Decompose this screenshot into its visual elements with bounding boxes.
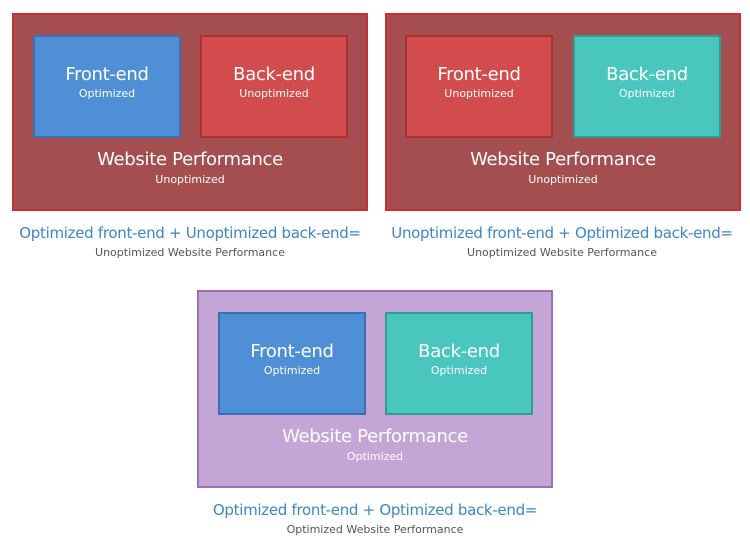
diagram-1-equation: Optimized front-end + Unoptimized back-e… [19, 224, 361, 242]
diagram-1-backend-box: Back-end Unoptimized [200, 35, 348, 138]
diagram-3-caption: Optimized front-end + Optimized back-end… [187, 501, 563, 537]
diagram-2-performance: Website Performance Unoptimized [387, 149, 739, 187]
diagram-3-backend-label: Back-end [418, 341, 500, 362]
diagram-2-frontend-label: Front-end [437, 64, 521, 85]
diagram-3-backend-box: Back-end Optimized [385, 312, 533, 415]
diagram-1-panel: Front-end Optimized Back-end Unoptimized… [12, 13, 368, 211]
diagram-2-backend-status: Optimized [618, 87, 676, 100]
diagram-3-performance-status: Optimized [346, 450, 404, 463]
diagram-1-performance-status: Unoptimized [155, 173, 225, 186]
diagram-2-backend-label: Back-end [606, 64, 688, 85]
diagram-1-performance-label: Website Performance [97, 149, 283, 170]
diagram-3-backend-status: Optimized [430, 364, 488, 377]
diagram-3-result: Optimized Website Performance [286, 523, 464, 536]
diagram-2-backend-box: Back-end Optimized [573, 35, 721, 138]
diagram-3-performance-label: Website Performance [282, 426, 468, 447]
diagram-1-caption: Optimized front-end + Unoptimized back-e… [0, 224, 380, 260]
diagram-2-frontend-status: Unoptimized [444, 87, 514, 100]
diagram-2-performance-status: Unoptimized [528, 173, 598, 186]
diagram-3-frontend-box: Front-end Optimized [218, 312, 366, 415]
diagram-2-result: Unoptimized Website Performance [467, 246, 657, 259]
diagram-3-frontend-status: Optimized [263, 364, 321, 377]
diagram-2-panel: Front-end Unoptimized Back-end Optimized… [385, 13, 741, 211]
diagram-1-performance: Website Performance Unoptimized [14, 149, 366, 187]
diagram-2-equation: Unoptimized front-end + Optimized back-e… [391, 224, 733, 242]
diagram-1-frontend-box: Front-end Optimized [33, 35, 181, 138]
diagram-3-panel: Front-end Optimized Back-end Optimized W… [197, 290, 553, 488]
diagram-3-frontend-label: Front-end [250, 341, 334, 362]
diagram-1-result: Unoptimized Website Performance [95, 246, 285, 259]
diagram-2-frontend-box: Front-end Unoptimized [405, 35, 553, 138]
diagram-1-frontend-status: Optimized [78, 87, 136, 100]
diagram-1-frontend-label: Front-end [65, 64, 149, 85]
diagram-3-performance: Website Performance Optimized [199, 426, 551, 464]
diagram-2-performance-label: Website Performance [470, 149, 656, 170]
diagram-2-caption: Unoptimized front-end + Optimized back-e… [374, 224, 750, 260]
diagram-3-equation: Optimized front-end + Optimized back-end… [212, 501, 538, 519]
diagram-1-backend-status: Unoptimized [239, 87, 309, 100]
diagram-1-backend-label: Back-end [233, 64, 315, 85]
